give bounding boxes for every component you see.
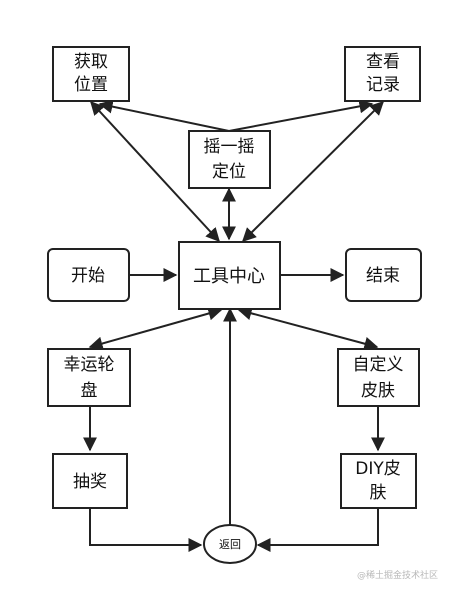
edges	[83, 99, 385, 552]
node-label-line: 记录	[366, 75, 400, 95]
node-label-line: 定位	[212, 162, 246, 182]
node-label-line: 摇一摇	[204, 137, 255, 157]
node-label-line: 盘	[81, 381, 98, 401]
node-label-line: 查看	[366, 52, 400, 72]
edge-records-center	[242, 101, 384, 242]
node-lucky-wheel: 幸运轮 盘	[47, 348, 131, 407]
edge-shake-records	[228, 99, 374, 132]
node-custom-skin: 自定义 皮肤	[337, 348, 420, 407]
edge-shake-getloc	[98, 99, 230, 132]
node-label-line: DIY皮	[355, 459, 401, 479]
edge-getloc-center	[90, 100, 220, 243]
node-start: 开始	[47, 248, 130, 302]
node-label-line: 开始	[71, 266, 105, 286]
node-tool-center: 工具中心	[178, 241, 281, 310]
watermark: @稀土掘金技术社区	[357, 569, 438, 581]
node-shake-locate: 摇一摇 定位	[188, 130, 271, 189]
node-label-line: 自定义	[353, 355, 404, 375]
node-label-line: 幸运轮	[64, 355, 115, 375]
node-label-line: 皮肤	[361, 381, 395, 401]
node-label-line: 返回	[219, 538, 241, 551]
node-label-line: 抽奖	[73, 472, 107, 492]
node-label-line: 位置	[74, 75, 108, 95]
edge-center-wheel	[88, 306, 223, 351]
node-label-line: 工具中心	[193, 266, 265, 287]
node-back: 返回	[203, 524, 257, 564]
edge-diy-back	[256, 508, 379, 552]
node-view-records: 查看 记录	[344, 46, 421, 102]
edge-center-customskin	[237, 306, 379, 351]
node-get-location: 获取 位置	[52, 46, 130, 102]
node-diy-skin: DIY皮 肤	[340, 453, 417, 509]
edge-lottery-back	[89, 508, 203, 552]
node-lottery: 抽奖	[52, 453, 128, 509]
node-label-line: 获取	[74, 52, 108, 72]
node-label-line: 肤	[370, 483, 387, 503]
node-label-line: 结束	[366, 266, 400, 286]
node-end: 结束	[345, 248, 422, 302]
